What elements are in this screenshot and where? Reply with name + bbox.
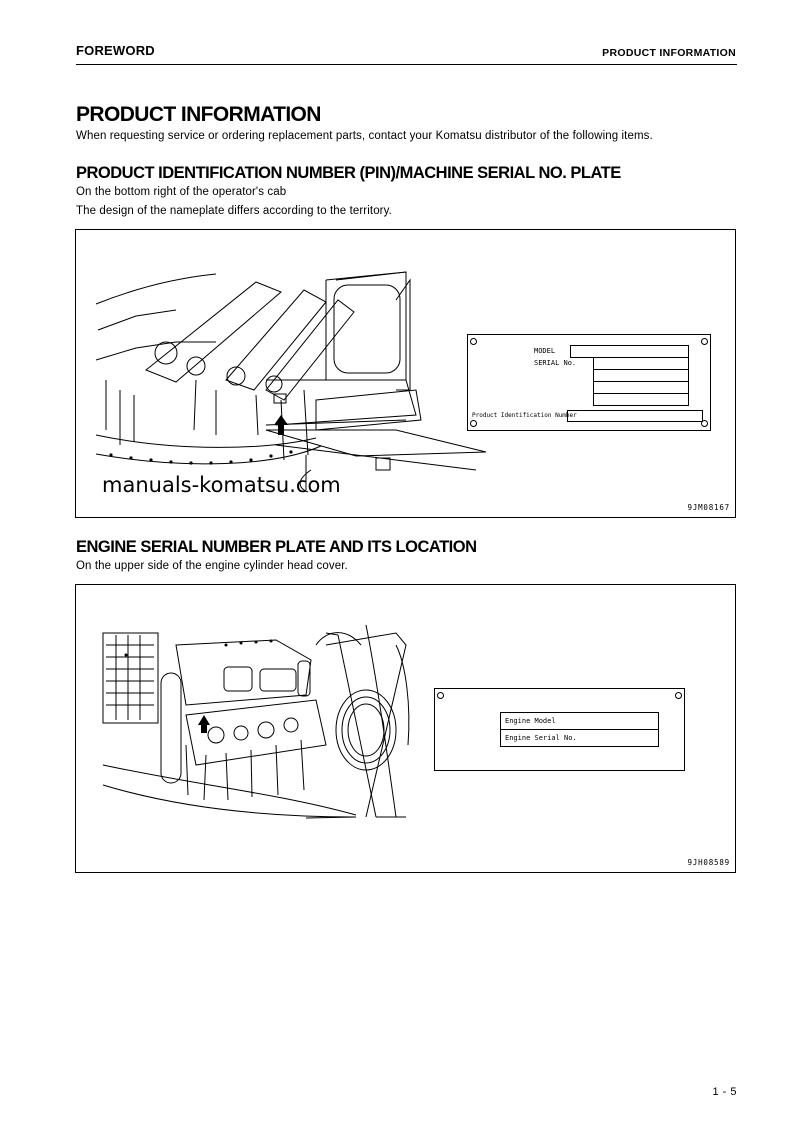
engine-model-label: Engine Model <box>505 717 556 725</box>
page-title: PRODUCT INFORMATION <box>76 103 321 126</box>
intro-text: When requesting service or ordering repl… <box>76 130 653 142</box>
figure-code: 9JH08589 <box>687 858 730 867</box>
serial-field-4 <box>593 393 689 406</box>
rivet-hole <box>701 338 708 345</box>
header-chapter-title: PRODUCT INFORMATION <box>602 47 736 59</box>
engine-plate-figure: Engine Model Engine Serial No. 9JH08589 <box>75 584 736 873</box>
pin-plate-figure: manuals-komatsu.com MODEL SERIAL No. Pro… <box>75 229 736 518</box>
engine-section-title: ENGINE SERIAL NUMBER PLATE AND ITS LOCAT… <box>76 538 477 556</box>
pin-field <box>567 410 703 422</box>
watermark-text: manuals-komatsu.com <box>102 473 341 497</box>
pin-section-title: PRODUCT IDENTIFICATION NUMBER (PIN)/MACH… <box>76 164 621 182</box>
engine-serial-label: Engine Serial No. <box>505 734 577 742</box>
rivet-hole <box>675 692 682 699</box>
pin-label: Product Identification Number <box>472 412 577 419</box>
rivet-hole <box>470 420 477 427</box>
rivet-hole <box>701 420 708 427</box>
page-number: 1 - 5 <box>712 1086 737 1098</box>
rivet-hole <box>470 338 477 345</box>
serial-label: SERIAL No. <box>534 359 577 367</box>
engine-illustration <box>102 624 410 819</box>
model-label: MODEL <box>534 347 556 355</box>
pin-location-text: On the bottom right of the operator's ca… <box>76 186 287 198</box>
header-divider <box>76 64 737 65</box>
figure-code: 9JM08167 <box>687 503 730 512</box>
cab-illustration <box>95 271 487 493</box>
engine-serial-field <box>500 729 659 747</box>
header-section-title: FOREWORD <box>76 43 155 58</box>
rivet-hole <box>437 692 444 699</box>
engine-serial-plate: Engine Model Engine Serial No. <box>434 688 685 771</box>
pin-territory-note: The design of the nameplate differs acco… <box>76 205 392 217</box>
engine-location-text: On the upper side of the engine cylinder… <box>76 560 348 572</box>
machine-serial-plate: MODEL SERIAL No. Product Identification … <box>467 334 711 431</box>
